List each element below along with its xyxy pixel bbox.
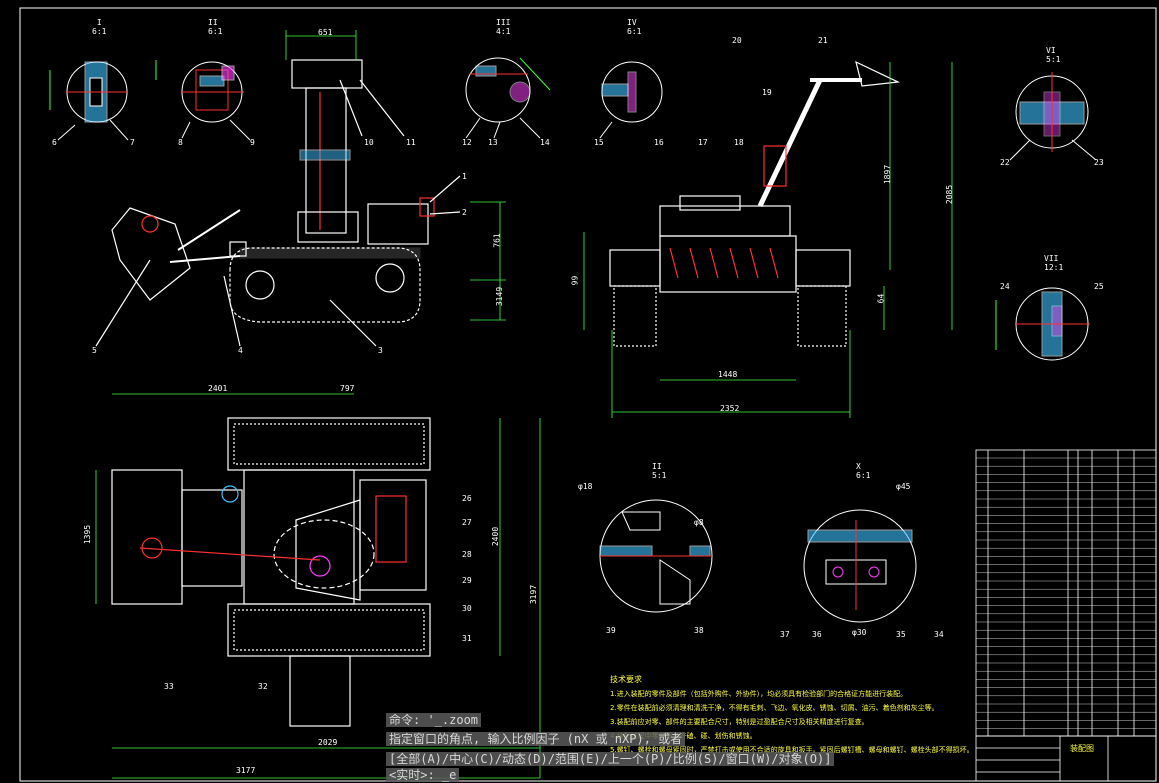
detail-view-iii (465, 57, 551, 139)
part-callout-35: 35 (896, 630, 906, 639)
part-callout-33: 33 (164, 682, 174, 691)
part-callout-13: 13 (488, 138, 498, 147)
command-input-line[interactable]: <实时>: _e (386, 767, 460, 783)
part-callout-23: 23 (1094, 158, 1104, 167)
dim-phi8: φ8 (694, 518, 704, 527)
dim-2085: 2085 (945, 184, 955, 205)
tech-line-2: 2.零件在装配前必须清理和清洗干净，不得有毛刺、飞边、氧化皮、锈蚀、切屑、油污、… (610, 704, 939, 712)
dim-797: 797 (340, 384, 355, 393)
part-callout-4: 4 (238, 346, 243, 355)
section-view-x (803, 509, 917, 623)
dim-2352: 2352 (720, 404, 740, 413)
part-callout-39: 39 (606, 626, 616, 635)
part-callout-22: 22 (1000, 158, 1010, 167)
detail-view-i (49, 61, 129, 141)
part-callout-34: 34 (934, 630, 944, 639)
tech-requirements-title: 技术要求 (610, 675, 642, 684)
detail-view-vi (1009, 72, 1097, 161)
part-callout-28: 28 (462, 550, 472, 559)
dim-phi30: φ30 (852, 628, 867, 637)
part-callout-11: 11 (406, 138, 416, 147)
detail-view-iv (599, 61, 663, 139)
dim-2400: 2400 (491, 526, 501, 547)
dim-64: 64 (876, 293, 886, 304)
part-callout-19: 19 (762, 88, 772, 97)
part-callout-12: 12 (462, 138, 472, 147)
part-callout-32: 32 (258, 682, 268, 691)
command-input-prefix: <实时>: (389, 768, 435, 782)
dim-1395: 1395 (83, 524, 93, 545)
part-callout-5: 5 (92, 346, 97, 355)
side-view-machine (95, 30, 506, 347)
dim-1448: 1448 (718, 370, 738, 379)
part-callout-1: 1 (462, 172, 467, 181)
part-callout-37: 37 (780, 630, 790, 639)
dim-2029: 2029 (318, 738, 338, 747)
part-callout-25: 25 (1094, 282, 1104, 291)
tech-line-1: 1.进入装配的零件及部件（包括外购件、外协件），均必须具有检验部门的合格证方能进… (610, 690, 908, 698)
part-callout-2: 2 (462, 208, 467, 217)
part-callout-24: 24 (1000, 282, 1010, 291)
command-options-line[interactable]: [全部(A)/中心(C)/动态(D)/范围(E)/上一个(P)/比例(S)/窗口… (386, 751, 835, 767)
part-callout-15: 15 (594, 138, 604, 147)
part-callout-3: 3 (378, 346, 383, 355)
dim-phi18: φ18 (578, 482, 593, 491)
dim-761: 761 (492, 233, 502, 248)
part-callout-7: 7 (130, 138, 135, 147)
part-callout-27: 27 (462, 518, 472, 527)
part-callout-30: 30 (462, 604, 472, 613)
section-view-ii (599, 499, 713, 613)
dim-3149: 3149 (495, 286, 505, 307)
command-prompt-line: 指定窗口的角点, 输入比例因子 (nX 或 nXP), 或者 (386, 731, 686, 747)
title-block-label: 装配图 (1070, 744, 1094, 753)
dim-1897: 1897 (883, 164, 893, 185)
part-callout-21: 21 (818, 36, 828, 45)
tech-line-5: 5.螺钉、螺栓和螺母紧固时，严禁打击或使用不合适的旋具和扳手。紧固后螺钉槽、螺母… (610, 746, 974, 754)
parts-list-table (975, 449, 1157, 782)
part-callout-20: 20 (732, 36, 742, 45)
front-view-machine (583, 60, 953, 418)
top-view-machine (95, 393, 541, 779)
detail-view-vii (995, 287, 1090, 361)
command-input-field[interactable]: _e (441, 768, 457, 782)
command-history-line: 命令: '_.zoom (386, 712, 482, 728)
dim-3177: 3177 (236, 766, 256, 775)
part-callout-31: 31 (462, 634, 472, 643)
part-callout-10: 10 (364, 138, 374, 147)
dim-2401: 2401 (208, 384, 228, 393)
part-callout-26: 26 (462, 494, 472, 503)
part-callout-16: 16 (654, 138, 664, 147)
dim-99: 99 (570, 275, 580, 286)
detail-view-ii (155, 60, 251, 141)
part-callout-17: 17 (698, 138, 708, 147)
part-callout-6: 6 (52, 138, 57, 147)
part-callout-38: 38 (694, 626, 704, 635)
dim-phi45: φ45 (896, 482, 911, 491)
drawing-border (19, 7, 1157, 782)
dim-651: 651 (318, 28, 333, 37)
part-callout-18: 18 (734, 138, 744, 147)
part-callout-9: 9 (250, 138, 255, 147)
part-callout-29: 29 (462, 576, 472, 585)
tech-line-3: 3.装配前应对零、部件的主要配合尺寸，特别是过盈配合尺寸及相关精度进行复查。 (610, 718, 869, 726)
part-callout-14: 14 (540, 138, 550, 147)
part-callout-8: 8 (178, 138, 183, 147)
part-callout-36: 36 (812, 630, 822, 639)
dim-3197: 3197 (529, 584, 539, 605)
